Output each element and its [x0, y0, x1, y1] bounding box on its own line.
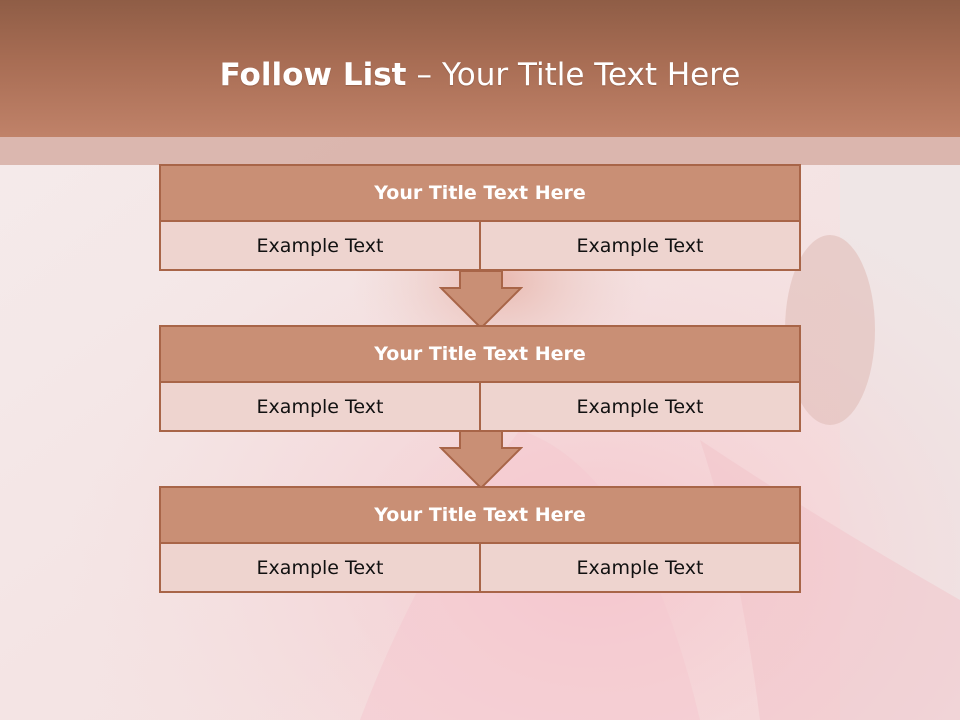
flow-step-2: Your Title Text Here Example Text Exampl…: [159, 325, 801, 432]
step-right-text: Example Text: [479, 542, 801, 593]
title-rest: Your Title Text Here: [441, 57, 741, 93]
step-title: Your Title Text Here: [159, 164, 801, 222]
header-band: [0, 0, 960, 137]
slide-title: Follow List–Your Title Text Here: [0, 52, 960, 98]
down-arrow-icon: [439, 430, 523, 490]
step-left-text: Example Text: [159, 220, 481, 271]
step-left-text: Example Text: [159, 542, 481, 593]
title-bold: Follow List: [219, 57, 407, 93]
step-title: Your Title Text Here: [159, 325, 801, 383]
step-right-text: Example Text: [479, 381, 801, 432]
step-title: Your Title Text Here: [159, 486, 801, 544]
title-separator: –: [416, 57, 432, 93]
down-arrow-icon: [439, 270, 523, 330]
step-left-text: Example Text: [159, 381, 481, 432]
header-stripe: [0, 137, 960, 165]
step-right-text: Example Text: [479, 220, 801, 271]
flow-step-1: Your Title Text Here Example Text Exampl…: [159, 164, 801, 271]
flow-step-3: Your Title Text Here Example Text Exampl…: [159, 486, 801, 593]
